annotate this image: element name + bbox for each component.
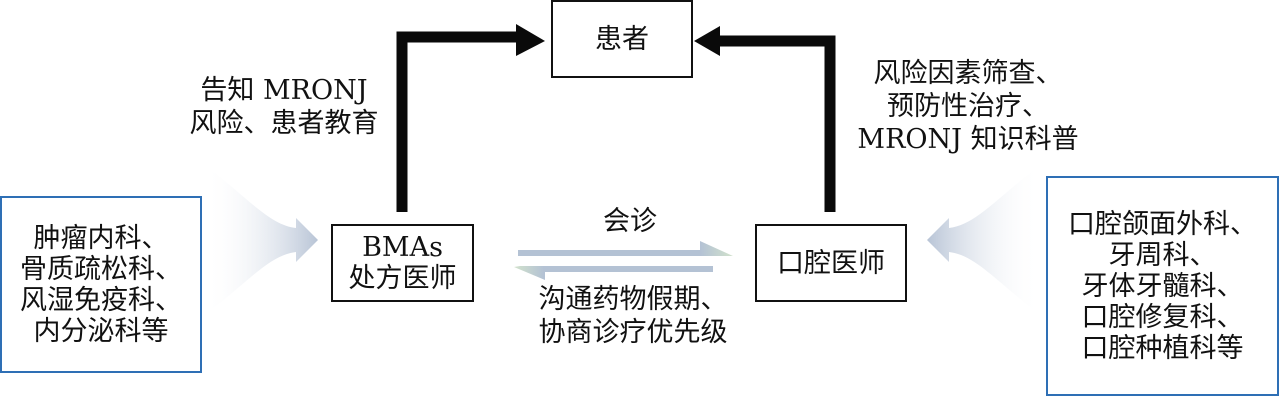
department-line: 牙周科、 <box>1108 239 1217 271</box>
edge-label-prescriber-to-patient: 告知 MRONJ 风险、患者教育 <box>168 74 400 140</box>
department-line: 口腔修复科、 <box>1081 301 1244 333</box>
department-line: 风湿免疫科、 <box>20 284 182 316</box>
arrow-communication-left <box>514 266 713 280</box>
edge-label-line: 风险、患者教育 <box>189 108 379 139</box>
right-departments-node: 口腔颌面外科、 牙周科、 牙体牙髓科、 口腔修复科、 口腔种植科等 <box>1046 176 1279 396</box>
arrow-consultation-right <box>518 241 733 256</box>
edge-label-line: 预防性治疗、 <box>887 91 1049 122</box>
prescriber-node: BMAs 处方医师 <box>331 224 474 302</box>
edge-label-communication: 沟通药物假期、 协商诊疗优先级 <box>508 283 758 349</box>
arrowhead-prescriber-to-patient <box>516 24 545 56</box>
arrow-prescriber-to-patient <box>396 31 516 212</box>
dentist-node: 口腔医师 <box>755 224 907 302</box>
patient-node: 患者 <box>551 0 693 78</box>
department-line: 口腔种植科等 <box>1081 332 1244 364</box>
consultation-label: 会诊 <box>603 206 657 237</box>
prescriber-label-line: 处方医师 <box>348 263 457 294</box>
prescriber-label-line: BMAs <box>362 232 443 263</box>
arrow-dentist-to-patient <box>720 35 836 212</box>
patient-label: 患者 <box>595 23 649 55</box>
department-line: 牙体牙髓科、 <box>1081 270 1244 302</box>
dentist-label: 口腔医师 <box>777 247 885 279</box>
department-line: 骨质疏松科、 <box>20 253 182 285</box>
left-departments-node: 肿瘤内科、 骨质疏松科、 风湿免疫科、 内分泌科等 <box>0 196 202 373</box>
edge-label-consultation: 会诊 <box>560 205 700 238</box>
edge-label-line: 协商诊疗优先级 <box>538 317 728 348</box>
edge-label-line: 风险因素筛查、 <box>873 58 1063 89</box>
edge-label-line: MRONJ 知识科普 <box>857 124 1079 155</box>
edge-label-dentist-to-patient: 风险因素筛查、 预防性治疗、 MRONJ 知识科普 <box>838 57 1098 156</box>
left-flare-arrow <box>205 165 318 315</box>
right-flare-arrow <box>927 165 1040 315</box>
department-line: 肿瘤内科、 <box>33 222 169 254</box>
edge-label-line: 告知 MRONJ <box>200 75 368 106</box>
department-line: 内分泌科等 <box>33 315 169 347</box>
arrowhead-dentist-to-patient <box>694 26 720 56</box>
edge-label-line: 沟通药物假期、 <box>538 284 728 315</box>
department-line: 口腔颌面外科、 <box>1068 208 1257 240</box>
